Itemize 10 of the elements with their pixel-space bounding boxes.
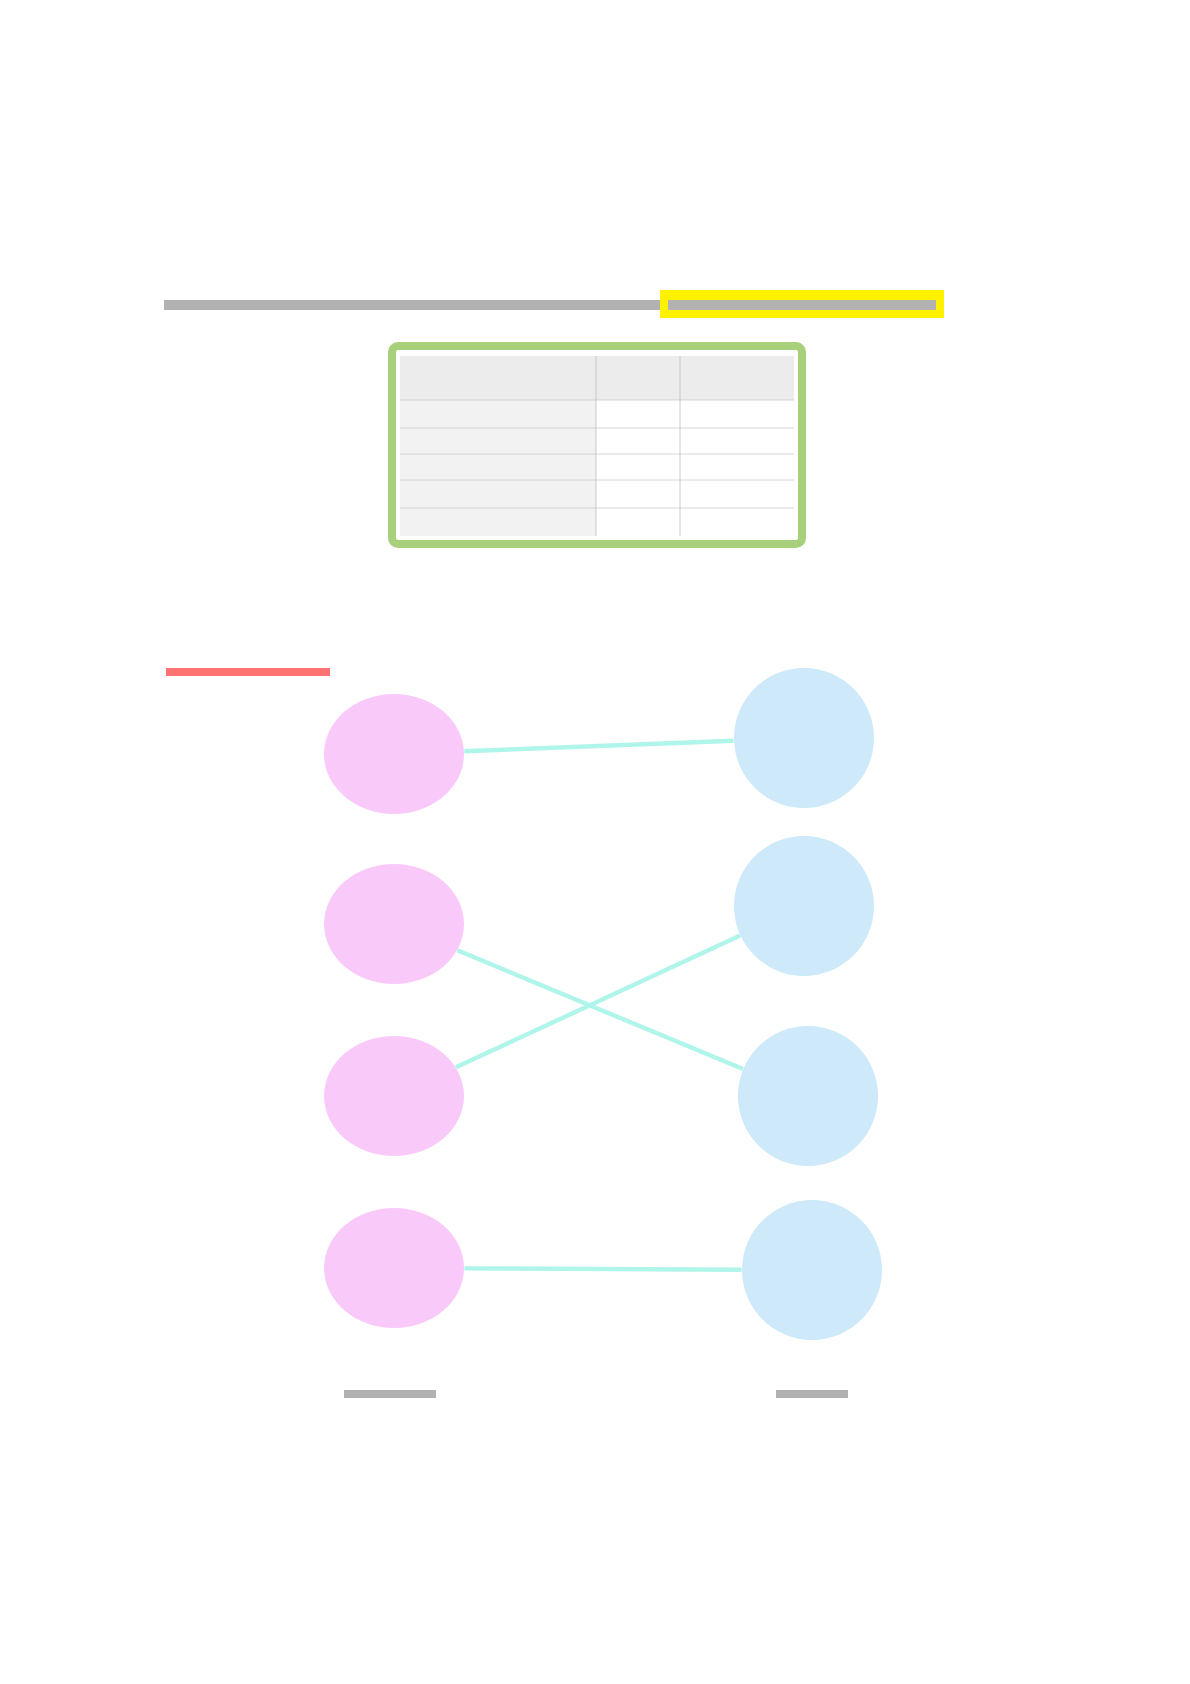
circle-node [738, 1026, 878, 1166]
ellipse-node [324, 694, 464, 814]
circle-node [734, 668, 874, 808]
connector-line [464, 738, 734, 754]
ellipse-node [324, 1208, 464, 1328]
ellipse-node [324, 1036, 464, 1156]
connector-line [464, 1266, 742, 1272]
circle-node [734, 836, 874, 976]
circle-node [742, 1200, 882, 1340]
ellipse-node [324, 864, 464, 984]
